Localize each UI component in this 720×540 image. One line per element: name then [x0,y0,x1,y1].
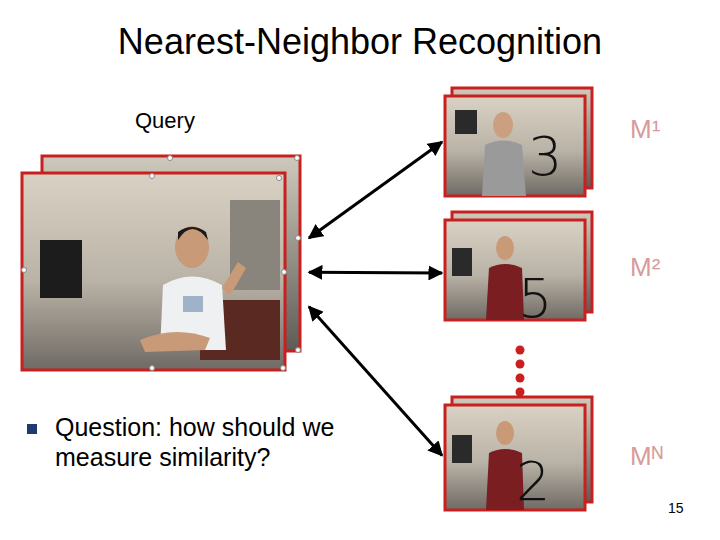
model-frames [445,88,592,196]
page-number: 15 [668,500,708,517]
model-frames [445,397,592,510]
handwritten-digit: 2 [516,455,550,509]
model-image: 3 M¹ [440,84,675,200]
model-label: Mᴺ [630,443,663,469]
model-image: 5 M² [440,208,675,338]
query-heading: Query [135,110,195,132]
handwritten-digit: 3 [528,130,562,184]
model-label: M² [630,254,660,280]
query-frames [22,156,301,371]
similarity-arrow [309,271,442,275]
query-image: Query [22,106,307,370]
slide-title: Nearest-Neighbor Recognition [0,22,720,62]
model-image: 2 Mᴺ [440,393,675,518]
handwritten-digit: 5 [518,272,552,326]
similarity-arrow [309,142,442,238]
bullet-square [27,424,37,434]
ellipsis-dots [516,346,525,397]
model-label: M¹ [630,116,660,142]
bullet-question: Question: how should we measure similari… [55,412,385,472]
